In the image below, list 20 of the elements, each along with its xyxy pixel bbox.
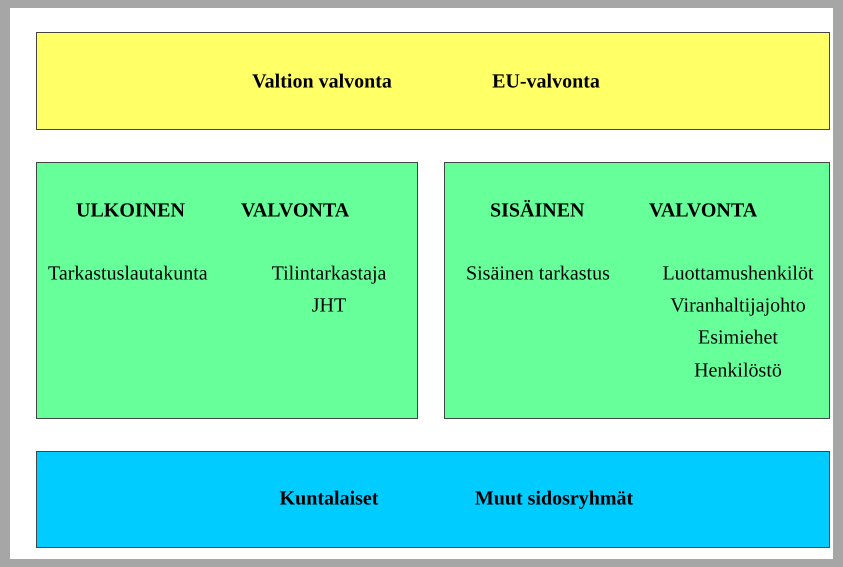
item-text: Tilintarkastaja xyxy=(272,262,386,286)
item-text: Esimiehet xyxy=(698,326,778,350)
heading-text: ULKOINEN xyxy=(76,200,185,222)
oversight-band xyxy=(36,32,830,130)
heading-text: EU-valvonta xyxy=(492,70,600,94)
stakeholder-band xyxy=(36,451,830,548)
item-text: Viranhaltijajohto xyxy=(670,294,806,318)
item-text: Luottamushenkilöt xyxy=(662,262,814,286)
heading-text: Valtion valvonta xyxy=(252,70,392,94)
item-text: JHT xyxy=(312,294,346,318)
item-text: Sisäinen tarkastus xyxy=(466,262,610,286)
heading-text: VALVONTA xyxy=(649,200,758,222)
heading-text: SISÄINEN xyxy=(490,200,584,222)
item-text: Henkilöstö xyxy=(694,360,782,382)
oversight-panel xyxy=(36,162,418,419)
heading-text: Muut sidosryhmät xyxy=(474,488,634,510)
heading-text: VALVONTA xyxy=(241,200,350,222)
oversight-panel xyxy=(444,162,830,419)
item-text: Tarkastuslautakunta xyxy=(48,262,208,286)
heading-text: Kuntalaiset xyxy=(280,488,378,510)
